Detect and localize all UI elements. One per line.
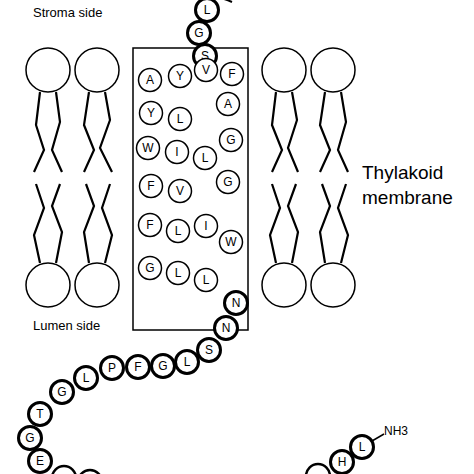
residue-letter: F — [126, 355, 150, 379]
residue-letter: W — [219, 230, 243, 254]
amino-acid-circle: L — [168, 107, 192, 131]
residue-letter: G — [138, 256, 162, 280]
region-label: Thylakoid membrane — [362, 160, 474, 210]
residue-letter: F — [220, 62, 244, 86]
residue-letter: A — [216, 92, 240, 116]
residue-letter: W — [136, 136, 160, 160]
amino-acid-circle: A — [138, 68, 162, 92]
amino-acid-circle: L — [194, 268, 218, 292]
amino-acid-circle: F — [126, 355, 150, 379]
amino-acid-circle: G — [216, 170, 240, 194]
residue-letter: Y — [168, 64, 192, 88]
residue-letter: L — [350, 435, 374, 459]
terminus-label: NH3 — [384, 424, 444, 438]
amino-acid-circle: N — [224, 291, 248, 315]
amino-acid-circle: W — [136, 136, 160, 160]
amino-acid-circle: G — [50, 380, 74, 404]
amino-acid-circle: L — [350, 435, 374, 459]
amino-acid-circle: L — [195, 0, 219, 22]
residue-letter: N — [214, 316, 238, 340]
amino-acid-circle: L — [166, 219, 190, 243]
region-label: Lumen side — [33, 318, 153, 333]
amino-acid-circle: G — [151, 354, 175, 378]
helix-box — [133, 48, 248, 330]
amino-acid-circle: L — [74, 366, 98, 390]
residue-letter: P — [100, 356, 124, 380]
amino-acid-circle: P — [100, 356, 124, 380]
residue-letter: G — [18, 426, 42, 450]
residue-letter: F — [139, 174, 163, 198]
amino-acid-circle: G — [138, 256, 162, 280]
residue-letter: L — [193, 146, 217, 170]
residue-letter: L — [195, 0, 219, 22]
lipid-tails — [34, 92, 348, 263]
amino-acid-circle: H — [330, 450, 354, 474]
residue-letter: V — [194, 58, 218, 82]
amino-acid-circle: S — [197, 338, 221, 362]
residue-letter: G — [187, 21, 211, 45]
amino-acid-circle: N — [214, 316, 238, 340]
residue-letter: N — [224, 291, 248, 315]
chain-beads — [52, 464, 330, 474]
amino-acid-circle: T — [28, 402, 52, 426]
residue-letter: L — [74, 366, 98, 390]
residue-letter: L — [175, 350, 199, 374]
amino-acid-circle: I — [194, 214, 218, 238]
amino-acid-circle: L — [175, 350, 199, 374]
residue-letter: L — [166, 261, 190, 285]
amino-acid-circle: V — [168, 179, 192, 203]
residue-letter: G — [50, 380, 74, 404]
amino-acid-circle: L — [166, 261, 190, 285]
amino-acid-circle: F — [139, 174, 163, 198]
residue-letter: I — [194, 214, 218, 238]
amino-acid-circle: G — [219, 128, 243, 152]
residue-letter: L — [166, 219, 190, 243]
amino-acid-circle: I — [165, 140, 189, 164]
residue-letter: A — [138, 68, 162, 92]
residue-letter: H — [330, 450, 354, 474]
residue-letter: S — [197, 338, 221, 362]
amino-acid-circle: W — [219, 230, 243, 254]
residue-letter: F — [138, 213, 162, 237]
amino-acid-circle: F — [220, 62, 244, 86]
amino-acid-circle: V — [194, 58, 218, 82]
residue-letter: E — [28, 449, 52, 473]
residue-letter: L — [194, 268, 218, 292]
residue-letter: G — [151, 354, 175, 378]
amino-acid-circle: F — [138, 213, 162, 237]
amino-acid-circle: A — [216, 92, 240, 116]
residue-letter: T — [28, 402, 52, 426]
region-label: Stroma side — [33, 5, 153, 20]
amino-acid-circle: Y — [168, 64, 192, 88]
residue-letter: I — [165, 140, 189, 164]
residue-letter: G — [219, 128, 243, 152]
amino-acid-circle: L — [193, 146, 217, 170]
residue-letter: V — [168, 179, 192, 203]
residue-letter: Y — [139, 101, 163, 125]
residue-letter: G — [216, 170, 240, 194]
amino-acid-circle: Y — [139, 101, 163, 125]
amino-acid-circle: G — [18, 426, 42, 450]
lipid-heads — [26, 48, 355, 307]
amino-acid-circle: G — [187, 21, 211, 45]
terminus-line — [372, 434, 384, 441]
residue-letter: L — [168, 107, 192, 131]
amino-acid-circle: E — [28, 449, 52, 473]
